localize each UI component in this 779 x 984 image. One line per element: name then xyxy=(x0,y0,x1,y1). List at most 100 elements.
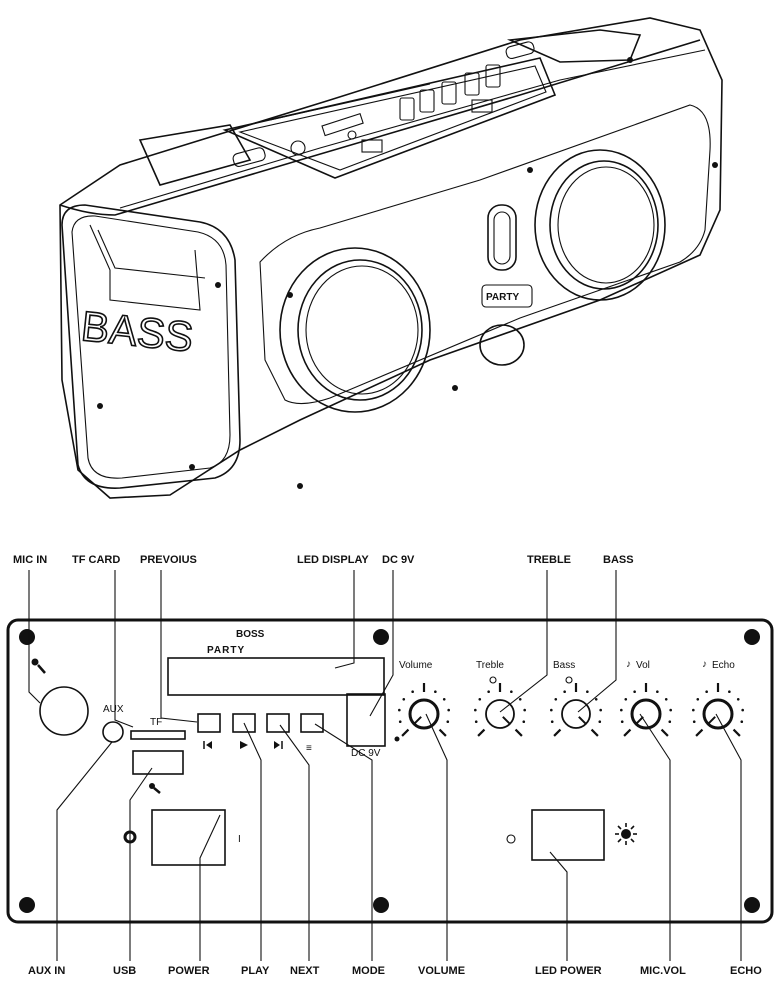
knob-scale-dot xyxy=(523,708,526,712)
aux-in-jack[interactable] xyxy=(102,721,124,743)
knob-label-bass: Bass xyxy=(553,660,575,671)
knob-scale-dot xyxy=(741,708,744,712)
microphone-icon xyxy=(31,658,46,674)
callout-tf-card: TF CARD xyxy=(72,554,120,566)
knob-scale-tick xyxy=(590,728,599,737)
knob-scale-dot xyxy=(411,690,414,694)
previous-button[interactable] xyxy=(197,713,221,733)
power-on-mark: I xyxy=(238,834,241,845)
knob-scale-dot xyxy=(705,690,708,694)
screw xyxy=(744,629,760,645)
echo-knob[interactable] xyxy=(692,683,744,737)
knob-scale-dot xyxy=(487,690,490,694)
knob-label-echo: Echo xyxy=(712,660,735,671)
dc-9v-input[interactable] xyxy=(346,693,386,747)
knob-scale-dot xyxy=(633,690,636,694)
led-display xyxy=(167,657,385,696)
callout-led-display: LED DISPLAY xyxy=(297,554,369,566)
knob-scale-tick xyxy=(660,728,669,737)
knob-scale-dot xyxy=(656,690,659,694)
callout-bass: BASS xyxy=(603,554,634,566)
knob-scale-dot xyxy=(586,690,589,694)
knob-scale-dot xyxy=(728,690,731,694)
callout-usb: USB xyxy=(113,965,136,977)
callout-mode: MODE xyxy=(352,965,385,977)
led-power-switch[interactable] xyxy=(531,809,605,861)
callout-mic-in: MIC IN xyxy=(13,554,47,566)
callout-power: POWER xyxy=(168,965,210,977)
knob-scale-dot xyxy=(398,708,401,712)
screw xyxy=(19,629,35,645)
knob-scale-dot xyxy=(696,698,700,701)
speaker-side-text: BASS xyxy=(79,302,195,360)
next-button[interactable] xyxy=(266,713,290,733)
knob-scale-dot xyxy=(624,698,628,701)
callout-dc-9v: DC 9V xyxy=(382,554,415,566)
brand-small: BOSS xyxy=(236,629,265,640)
knob-scale-dot xyxy=(446,720,450,724)
mode-icon: ≡ xyxy=(306,743,312,754)
knob-scale-dot xyxy=(620,708,623,712)
screw xyxy=(373,897,389,913)
knob-scale-dot xyxy=(478,698,482,701)
callout-treble: TREBLE xyxy=(527,554,571,566)
knob-scale-dot xyxy=(518,698,522,701)
callout-next: NEXT xyxy=(290,965,320,977)
callout-play: PLAY xyxy=(241,965,270,977)
top-handle-left xyxy=(138,124,252,186)
knob-scale-tick xyxy=(477,728,486,737)
bolt xyxy=(97,403,103,409)
mic-in-jack[interactable] xyxy=(39,686,89,736)
knob-label-mic-vol: Vol xyxy=(636,660,650,671)
screw xyxy=(373,629,389,645)
bass-port xyxy=(479,324,525,366)
knob-scale-dot xyxy=(434,690,437,694)
knob-scale-dot xyxy=(442,698,446,701)
knob-scale-dot xyxy=(669,708,672,712)
top-control-panel xyxy=(222,57,557,179)
previous-icon xyxy=(203,741,212,749)
mic-vol-note-icon: ♪ xyxy=(626,659,631,670)
bolt xyxy=(189,464,195,470)
tf-card-slot[interactable] xyxy=(130,730,186,740)
knob-scale-dot xyxy=(668,720,672,724)
callouts-top: MIC IN TF CARD PREVOIUS LED DISPLAY DC 9… xyxy=(13,554,634,566)
panel-frame xyxy=(6,618,774,924)
control-panel: BOSS PARTY AUX TF xyxy=(6,570,774,961)
screw xyxy=(744,897,760,913)
front-logo-text: PARTY xyxy=(486,292,519,303)
knob-scale-tick xyxy=(695,728,704,737)
usb-icon xyxy=(149,783,161,794)
knob-scale-dot xyxy=(736,698,740,701)
play-button[interactable] xyxy=(232,713,256,733)
knob-scale-dot xyxy=(474,720,478,724)
knob-scale-dot xyxy=(522,720,526,724)
callout-mic-vol: MIC.VOL xyxy=(640,965,686,977)
mode-button[interactable] xyxy=(300,713,324,733)
knob-scale-dot xyxy=(563,690,566,694)
light-slot xyxy=(487,204,517,271)
knob-scale-tick xyxy=(623,728,632,737)
treble-knob[interactable] xyxy=(474,683,526,737)
top-handle-right xyxy=(506,29,642,63)
knob-scale-tick xyxy=(401,728,410,737)
knob-scale-tick xyxy=(438,728,447,737)
leader-lines xyxy=(28,570,742,961)
mic-vol-knob[interactable] xyxy=(620,683,672,737)
power-switch[interactable] xyxy=(151,809,226,866)
right-woofer xyxy=(534,149,666,301)
speaker-illustration: BASS PARTY xyxy=(59,17,723,499)
treble-center-mark xyxy=(489,676,497,684)
knob-scale-dot xyxy=(598,720,602,724)
bass-center-mark xyxy=(565,676,573,684)
volume-knob[interactable] xyxy=(398,683,450,737)
knob-scale-dot xyxy=(474,708,477,712)
usb-port[interactable] xyxy=(132,750,184,775)
knob-scale-dot xyxy=(594,698,598,701)
callout-led-power: LED POWER xyxy=(535,965,602,977)
left-woofer xyxy=(279,247,431,413)
knob-scale-dot xyxy=(510,690,513,694)
callout-volume: VOLUME xyxy=(418,965,465,977)
bass-knob[interactable] xyxy=(550,683,602,737)
